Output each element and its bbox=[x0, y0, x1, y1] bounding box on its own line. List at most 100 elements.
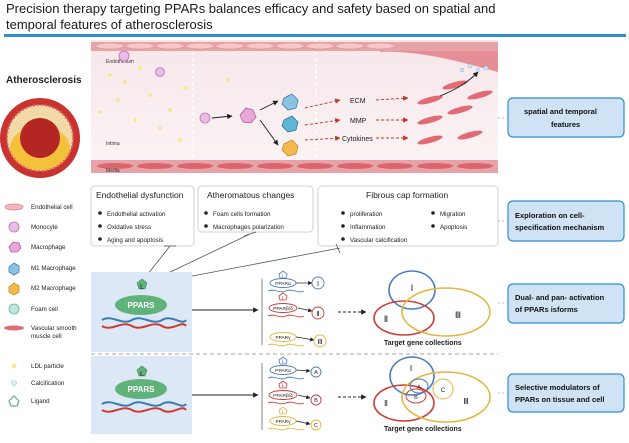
isoform-alpha: PPARα bbox=[275, 281, 291, 287]
venn-letter-b: B bbox=[414, 395, 418, 401]
macrophage-icon bbox=[8, 241, 22, 253]
ligand-icon bbox=[136, 278, 148, 290]
foam-cell-icon bbox=[8, 303, 20, 315]
isoform-roman-2: Ⅱ bbox=[316, 311, 319, 318]
stage-item: Inflammation bbox=[350, 224, 386, 231]
ppar-receptor-dual bbox=[101, 278, 187, 329]
ligand-label: L bbox=[282, 383, 285, 389]
m2-macrophage-icon bbox=[8, 282, 20, 296]
legend-label: Monocyte bbox=[31, 224, 58, 231]
vessel-panel bbox=[91, 40, 498, 173]
stage-item: Apoptosis bbox=[440, 224, 467, 231]
isoform-set-selective bbox=[267, 356, 322, 431]
venn-roman-2: Ⅱ bbox=[384, 399, 388, 408]
target-gene-label: Target gene collections bbox=[384, 340, 462, 347]
legend-label: Calcification bbox=[31, 380, 65, 387]
stage-box-endothelial bbox=[90, 185, 195, 247]
isoform-letter-a: A bbox=[314, 370, 318, 376]
ligand-icon bbox=[136, 365, 148, 377]
isoform-roman-1: Ⅰ bbox=[317, 281, 319, 288]
receptor-label: PPARS bbox=[128, 301, 156, 310]
target-gene-label: Target gene collections bbox=[384, 426, 462, 433]
right-box-1-line-1: spatial and temporal bbox=[524, 107, 597, 116]
venn-roman-1: Ⅰ bbox=[410, 364, 412, 373]
calcification-icon bbox=[11, 380, 17, 386]
vsmc-icon bbox=[4, 325, 24, 331]
legend-label: M2 Macrophage bbox=[31, 285, 76, 292]
isoform-letter-c: C bbox=[314, 423, 318, 429]
stage-box-fibrous bbox=[317, 185, 499, 247]
right-box-3-line-1: Dual- and pan- activation bbox=[515, 293, 605, 302]
stage-item: Macrophages polarization bbox=[213, 224, 284, 231]
isoform-gamma: PPARγ bbox=[275, 419, 291, 425]
stage-title-fibrous: Fibrous cap formation bbox=[366, 190, 448, 200]
isoform-beta-delta: PPARβ/δ bbox=[273, 306, 293, 312]
outcome-cytokines: Cytokines bbox=[342, 136, 373, 143]
artery-cross-section-icon bbox=[0, 98, 80, 178]
stage-item: Aging and apoptosis bbox=[107, 237, 163, 244]
right-box-2-line-1: Exploration on cell- bbox=[515, 211, 585, 220]
ldl-particle-cluster bbox=[98, 66, 230, 142]
vsmc-cluster bbox=[417, 80, 493, 145]
media-label: Media bbox=[106, 168, 120, 174]
right-box-4-line-2: PPARs on tissue and cell bbox=[515, 395, 604, 404]
stage-item: Endothelial activation bbox=[107, 211, 166, 218]
venn-roman-2: Ⅱ bbox=[384, 314, 388, 324]
isoform-roman-3: Ⅲ bbox=[318, 339, 323, 346]
venn-diagram-dual bbox=[373, 270, 491, 337]
ligand-label: L bbox=[282, 359, 285, 365]
ligand-label: L bbox=[282, 296, 285, 302]
m1-macrophage-icon bbox=[8, 262, 20, 276]
stage-item: proliferation bbox=[350, 211, 383, 218]
stage-item: Oxidative stress bbox=[107, 224, 151, 231]
title-underline bbox=[4, 34, 626, 37]
ligand-label: L bbox=[282, 409, 285, 415]
legend-label: Foam cell bbox=[31, 306, 58, 313]
receptor-label: PPARS bbox=[128, 385, 156, 394]
monocyte-icon bbox=[8, 221, 20, 233]
venn-letter-a: A bbox=[417, 385, 421, 391]
isoform-gamma: PPARγ bbox=[275, 335, 291, 341]
venn-roman-3: Ⅲ bbox=[455, 310, 461, 320]
stage-item: Migration bbox=[440, 211, 466, 218]
outcome-ecm: ECM bbox=[350, 98, 366, 105]
ligand-label: L bbox=[282, 274, 285, 280]
legend-label: LDL particle bbox=[31, 363, 64, 370]
stage-title-endothelial: Endothelial dysfunction bbox=[96, 190, 184, 200]
endothelial-cell-icon bbox=[4, 203, 24, 211]
ligand-label: L bbox=[140, 371, 144, 378]
right-box-2-line-2: specification mechanism bbox=[515, 223, 605, 232]
venn-letter-c: C bbox=[441, 388, 446, 394]
legend-label: Ligand bbox=[31, 398, 50, 405]
venn-roman-1: Ⅰ bbox=[411, 283, 414, 293]
ligand-label: L bbox=[140, 284, 144, 291]
isoform-beta-delta: PPARβ/δ bbox=[273, 393, 293, 399]
legend-icons bbox=[4, 203, 24, 407]
atherosclerosis-label: Atherosclerosis bbox=[6, 75, 82, 86]
intima-label: Intima bbox=[106, 141, 120, 147]
ppar-receptor-selective bbox=[101, 365, 187, 413]
calcification-cluster bbox=[459, 63, 489, 73]
right-box-4-line-1: Selective modulators of bbox=[515, 383, 600, 392]
macrophage-cluster bbox=[239, 93, 299, 157]
legend-label: M1 Macrophage bbox=[31, 265, 76, 272]
right-box-1-line-2: features bbox=[551, 120, 580, 129]
endothelium-label: Endothelium bbox=[106, 59, 134, 65]
outcome-mmp: MMP bbox=[350, 118, 367, 125]
isoform-letter-b: B bbox=[314, 398, 318, 404]
venn-diagram-selective bbox=[373, 356, 491, 423]
stage-title-atheromatous: Atheromatous changes bbox=[207, 190, 294, 200]
legend-label: Macrophage bbox=[31, 244, 66, 251]
monocyte-cluster bbox=[118, 50, 211, 124]
isoform-alpha: PPARα bbox=[275, 368, 291, 374]
right-box-3-line-2: of PPARs isforms bbox=[515, 305, 578, 314]
ldl-particle-icon bbox=[11, 363, 17, 369]
venn-roman-3: Ⅲ bbox=[463, 397, 469, 406]
stage-item: Foam cells formation bbox=[213, 211, 271, 218]
row-separators bbox=[498, 117, 508, 394]
right-box-frames bbox=[507, 97, 625, 413]
page-title: Precision therapy targeting PPARs balanc… bbox=[6, 1, 496, 32]
legend-label: Endothelial cell bbox=[31, 204, 73, 211]
